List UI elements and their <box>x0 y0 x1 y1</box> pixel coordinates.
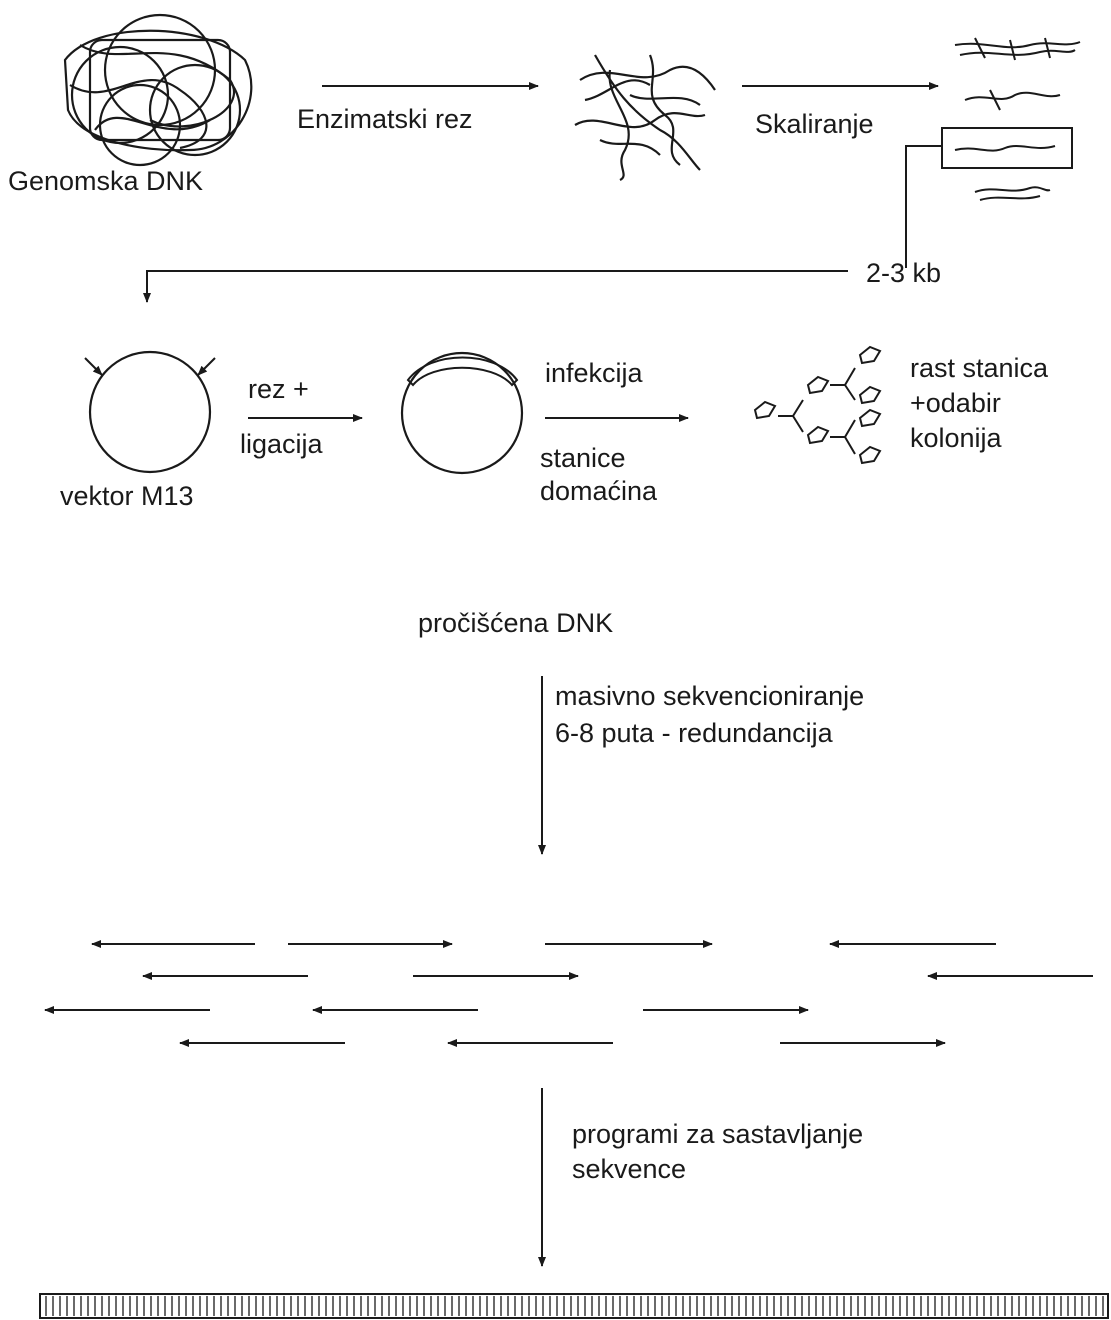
connector-line <box>905 145 942 268</box>
vector-m13-circle <box>88 350 212 474</box>
host-cells-label-line2: domaćina <box>540 476 658 506</box>
insert-fragment <box>406 356 519 387</box>
arrow-to-vector <box>143 270 848 303</box>
cut-site-arrow-left <box>84 357 103 376</box>
scaling-label: Skaliranje <box>755 109 874 139</box>
host-cells-label-line1: stanice <box>540 443 626 473</box>
sequencing-label-line2: 6-8 puta - redundancija <box>555 718 834 748</box>
sequence-reads <box>44 940 1093 1047</box>
assembly-label-line1: programi za sastavljanje <box>572 1119 863 1149</box>
size-fractions-icon <box>954 37 1081 201</box>
dna-fragments-icon <box>574 54 716 181</box>
cut-plus-label: rez + <box>248 374 309 404</box>
growth-label-line3: kolonija <box>910 423 1003 453</box>
assembly-label-line2: sekvence <box>572 1154 686 1184</box>
ligation-label: ligacija <box>240 429 324 459</box>
selected-fraction-box <box>941 127 1073 169</box>
infection-label: infekcija <box>545 358 644 388</box>
vector-label: vektor M13 <box>60 481 194 511</box>
enzymatic-cut-label: Enzimatski rez <box>297 104 473 134</box>
cut-site-arrow-right <box>197 357 216 376</box>
growth-label-line2: +odabir <box>910 388 1001 418</box>
genomic-dna-label: Genomska DNK <box>8 166 203 196</box>
assembled-sequence-bar <box>39 1293 1109 1319</box>
colony-growth-icon <box>753 345 882 465</box>
purified-dna-label: pročišćena DNK <box>418 608 613 638</box>
growth-label-line1: rast stanica <box>910 353 1049 383</box>
recombinant-vector-circle <box>400 351 524 475</box>
sequencing-label-line1: masivno sekvencioniranje <box>555 681 864 711</box>
fragment-size-label: 2-3 kb <box>866 258 941 288</box>
genomic-dna-icon <box>63 13 253 167</box>
